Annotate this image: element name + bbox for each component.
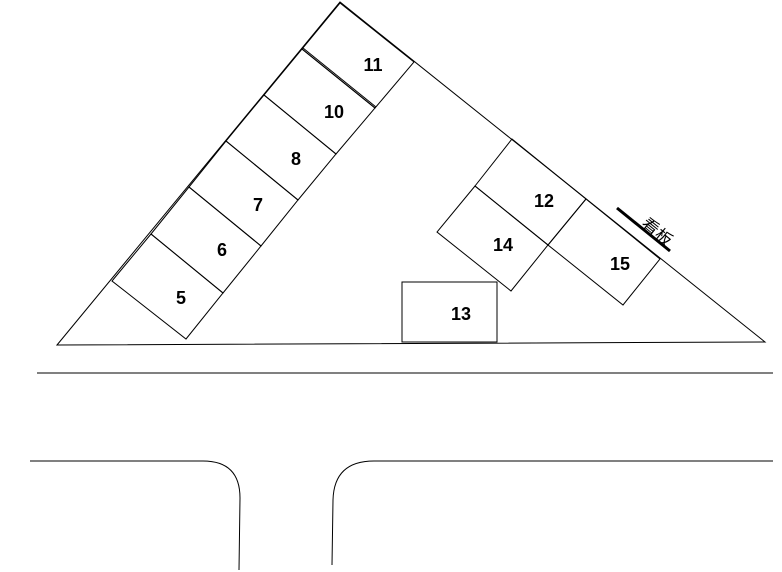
space-label: 12: [534, 191, 554, 211]
parking-space-14: 14: [436, 185, 549, 292]
space-label: 5: [176, 288, 186, 308]
space-label: 6: [217, 240, 227, 260]
parking-space-11: 11: [301, 2, 415, 109]
parking-space-5: 5: [111, 233, 224, 340]
space-label: 14: [493, 235, 513, 255]
parking-space-15: 15: [547, 198, 661, 306]
signboard: 看板: [616, 206, 676, 253]
parking-space-6: 6: [150, 186, 262, 294]
space-label: 13: [451, 304, 471, 324]
signboard-line: [616, 206, 671, 253]
space-label: 10: [324, 102, 344, 122]
space-label: 7: [253, 195, 263, 215]
space-label: 11: [363, 55, 382, 75]
parking-space-13: 13: [401, 281, 498, 343]
parking-space-7: 7: [188, 140, 299, 247]
space-label: 8: [291, 149, 301, 169]
signboard-label: 看板: [637, 214, 676, 251]
parking-lot-boundary: [55, 1, 767, 346]
space-divider-double: [302, 47, 377, 108]
parking-space-8: 8: [225, 94, 337, 201]
road-edge-right-corner: [331, 460, 773, 566]
parking-space-10: 10: [263, 48, 376, 155]
space-label: 15: [610, 254, 630, 274]
road-edge-left-corner: [30, 460, 241, 571]
